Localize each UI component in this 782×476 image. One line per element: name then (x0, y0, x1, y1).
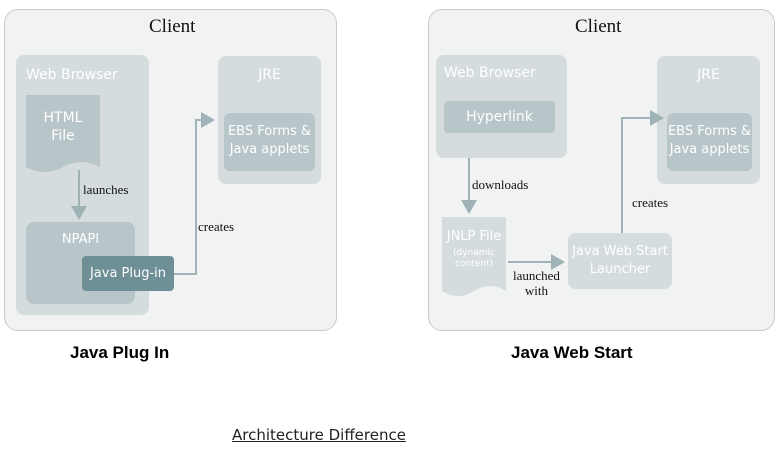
left-jre-label: JRE (258, 67, 281, 83)
html-file-doc-icon (26, 95, 100, 172)
jnlp-file-doc-icon (442, 217, 506, 296)
footer-caption: Architecture Difference (232, 426, 406, 444)
left-web-browser-label: Web Browser (26, 67, 118, 83)
launched-with-label: launched with (513, 268, 560, 298)
launcher-label: Java Web Start Launcher (572, 244, 668, 277)
right-jre-label: JRE (697, 67, 720, 83)
right-creates-arrow (621, 110, 664, 233)
left-ebs-label: EBS Forms & Java applets (227, 124, 312, 157)
launcher-box (568, 233, 672, 289)
java-plugin-label: Java Plug-in (89, 266, 167, 281)
left-ebs-box (224, 113, 315, 171)
jnlp-sub-label: (dynamic content) (453, 248, 495, 269)
jnlp-file-label: JNLP File (446, 229, 502, 244)
right-client-title: Client (575, 16, 622, 37)
left-creates-arrow (174, 112, 215, 275)
hyperlink-box (444, 101, 555, 133)
right-web-browser-label: Web Browser (444, 65, 536, 81)
right-caption: Java Web Start (511, 343, 633, 362)
npapi-label: NPAPI (61, 232, 100, 247)
right-creates-label: creates (632, 195, 669, 210)
left-caption: Java Plug In (70, 343, 170, 362)
right-ebs-label: EBS Forms & Java applets (667, 124, 752, 157)
html-file-label: HTML File (43, 110, 83, 144)
hyperlink-label: Hyperlink (466, 109, 533, 125)
left-client-title: Client (149, 16, 196, 37)
left-creates-label: creates (198, 219, 235, 234)
right-ebs-box (667, 113, 752, 171)
downloads-label: downloads (472, 177, 529, 192)
launches-label: launches (83, 182, 129, 197)
java-plugin-box (82, 256, 174, 291)
